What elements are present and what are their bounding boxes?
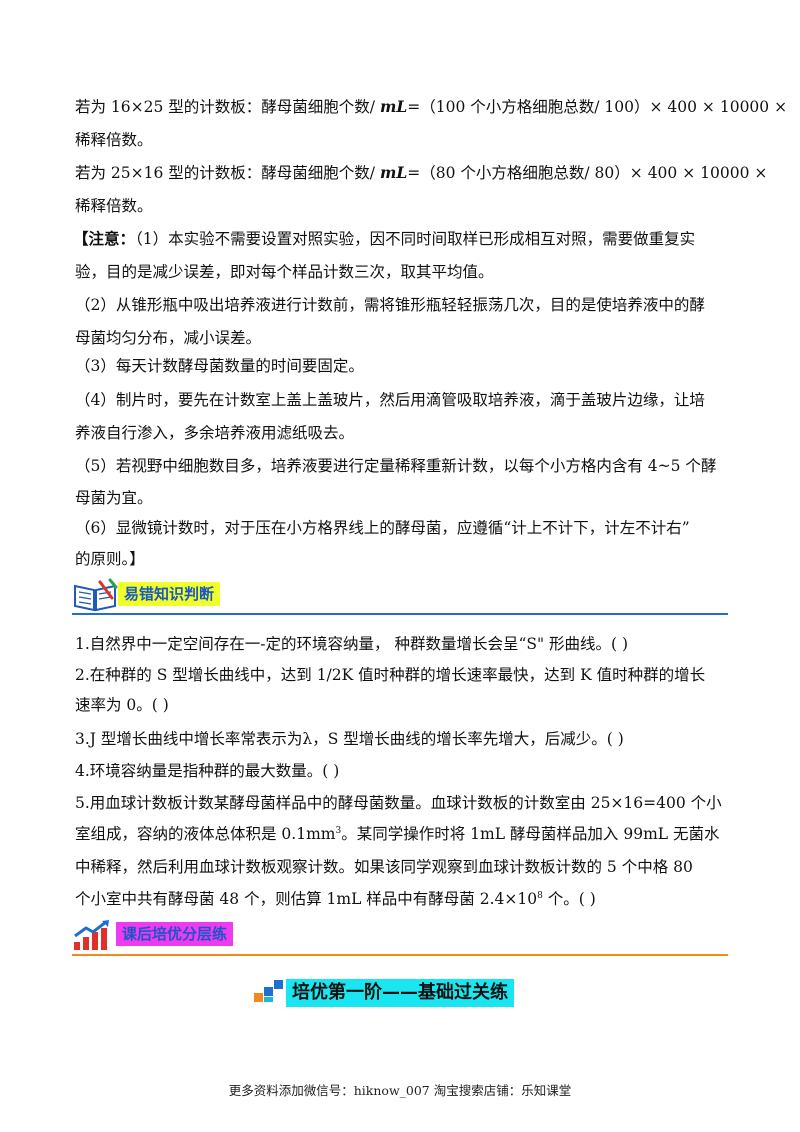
judgment-4: 4.环境容纳量是指种群的最大数量。( ) [75, 762, 340, 780]
bar-chart-arrow-icon [74, 920, 109, 950]
judgment-1: 1.自然界中一定空间存在一-定的环境容纳量， 种群数量增长会呈“S" 形曲线。(… [75, 635, 629, 653]
formula-2-line-1: 若为 25×16 型的计数板：酵母菌细胞个数/ mL=（80 个小方格细胞总数/… [75, 163, 768, 182]
section-rule-practice [72, 954, 728, 956]
section-header-practice: 课后培优分层练 [72, 918, 272, 952]
note-2-line-1: （2）从锥形瓶中吸出培养液进行计数前，需将锥形瓶轻轻振荡几次，目的是使培养液中的… [75, 296, 705, 314]
open-book-icon [74, 578, 118, 612]
note-1-line-1: 【注意：（1）本实验不需要设置对照实验，因不同时间取样已形成相互对照，需要做重复… [73, 229, 696, 248]
note-3-line-1: （3）每天计数酵母菌数量的时间要固定。 [75, 357, 364, 375]
stage-title: 培优第一阶——基础过关练 [286, 979, 514, 1007]
formula-1-line-1: 若为 16×25 型的计数板：酵母菌细胞个数/ mL=（100 个小方格细胞总数… [75, 97, 788, 116]
stage-header: 培优第一阶——基础过关练 [0, 975, 800, 1015]
note-4-line-2: 养液自行渗入，多余培养液用滤纸吸去。 [75, 424, 355, 442]
note-heading: 【注意： [73, 229, 136, 248]
note-6-line-2: 的原则。】 [75, 550, 145, 568]
note-2-line-2: 母菌均匀分布，减小误差。 [75, 329, 262, 347]
note-6-line-1: （6）显微镜计数时，对于压在小方格界线上的酵母菌，应遵循“计上不计下，计左不计右… [75, 519, 690, 537]
judgment-5-line-2: 室组成，容纳的液体总体积是 0.1mm3。某同学操作时将 1mL 酵母菌样品加入… [75, 825, 720, 843]
section-title-judgment: 易错知识判断 [118, 582, 221, 606]
section-title-practice: 课后培优分层练 [116, 922, 234, 946]
judgment-5-line-4: 个小室中共有酵母菌 48 个，则估算 1mL 样品中有酵母菌 2.4×108 个… [75, 890, 596, 908]
note-5-line-2: 母菌为宜。 [75, 489, 153, 507]
note-1-line-2: 验，目的是减少误差，即对每个样品计数三次，取其平均值。 [75, 263, 494, 281]
note-5-line-1: （5）若视野中细胞数目多，培养液要进行定量稀释重新计数，以每个小方格内含有 4~… [75, 457, 717, 475]
judgment-2-line-2: 速率为 0。( ) [75, 696, 169, 714]
section-header-judgment: 易错知识判断 [72, 578, 252, 612]
section-rule-judgment [72, 613, 728, 615]
stairs-blocks-icon [254, 980, 283, 1002]
judgment-5-line-3: 中稀释，然后利用血球计数板观察计数。如果该同学观察到血球计数板计数的 5 个中格… [75, 858, 693, 876]
judgment-5-line-1: 5.用血球计数板计数某酵母菌样品中的酵母菌数量。血球计数板的计数室由 25×16… [75, 794, 722, 812]
judgment-2-line-1: 2.在种群的 S 型增长曲线中，达到 1/2K 值时种群的增长速率最快，达到 K… [75, 666, 706, 684]
note-4-line-1: （4）制片时，要先在计数室上盖上盖玻片，然后用滴管吸取培养液，滴于盖玻片边缘，让… [75, 391, 705, 409]
formula-1-line-2: 稀释倍数。 [75, 131, 153, 149]
page-footer: 更多资料添加微信号：hiknow_007 淘宝搜索店铺：乐知课堂 [228, 1083, 572, 1098]
judgment-3: 3.J 型增长曲线中增长率常表示为λ，S 型增长曲线的增长率先增大，后减少。( … [75, 730, 624, 748]
formula-2-line-2: 稀释倍数。 [75, 197, 153, 215]
